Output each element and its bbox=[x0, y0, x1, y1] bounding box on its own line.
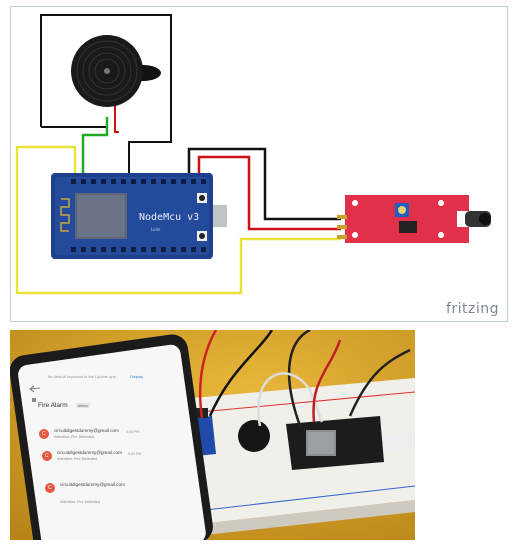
phone-dismiss-link[interactable]: Display bbox=[130, 374, 144, 379]
jumper-wire-black-2 bbox=[287, 330, 311, 427]
yellow-wire bbox=[15, 145, 341, 295]
buzzer-box-wire bbox=[40, 14, 172, 183]
jumper-wire-red bbox=[198, 330, 218, 419]
email-sender: circuitdigestdummy@gmail.com bbox=[60, 482, 125, 487]
red-wire bbox=[197, 155, 341, 231]
email-sender: circuitdigestdummy@gmail.com bbox=[57, 450, 122, 455]
jumper-wire-black-1 bbox=[208, 330, 274, 417]
phone-header-text: Ife default keyboard in the Update app bbox=[48, 374, 116, 379]
email-body: Attention: Fire Detected bbox=[54, 435, 94, 439]
green-wire bbox=[81, 117, 109, 183]
project-photo: Ife default keyboard in the Update app D… bbox=[10, 330, 415, 540]
wiring-diagram: fritzing NodeMcu v3 Lolin bbox=[10, 6, 508, 322]
email-body: Attention: Fire Detected bbox=[57, 457, 97, 461]
board-label: NodeMcu v3 bbox=[139, 212, 200, 223]
email-subject: Fire Alarm bbox=[38, 402, 68, 409]
jumper-wire-black-3 bbox=[348, 348, 411, 417]
email-body: Attention: Fire Detected bbox=[60, 500, 100, 504]
email-time: 5:08 PM bbox=[126, 430, 140, 434]
nodemcu-board bbox=[51, 173, 227, 259]
usb-cable bbox=[382, 430, 415, 454]
wiring-diagram-canvas bbox=[15, 14, 491, 295]
buzzer bbox=[71, 35, 161, 107]
email-sender: circuitdigestdummy@gmail.com bbox=[54, 428, 119, 433]
board-sublabel: Lolin bbox=[151, 227, 161, 232]
buzzer-photo bbox=[238, 420, 270, 452]
phone bbox=[10, 334, 213, 540]
mail-icon bbox=[32, 398, 36, 402]
avatar-initial: C bbox=[45, 453, 49, 459]
buzzer-red-lead bbox=[114, 105, 119, 133]
flame-sensor bbox=[337, 195, 491, 243]
avatar-3 bbox=[45, 483, 55, 493]
fritzing-watermark: fritzing bbox=[445, 301, 499, 317]
jumper-wire-white bbox=[257, 372, 324, 427]
inbox-tag: Inbox bbox=[76, 403, 90, 408]
jumper-wire-red-2 bbox=[312, 339, 342, 423]
back-arrow-icon[interactable] bbox=[29, 385, 41, 393]
avatar-1 bbox=[39, 429, 49, 439]
avatar-initial: C bbox=[48, 485, 52, 491]
photo-canvas bbox=[10, 330, 415, 540]
black-wire bbox=[187, 147, 341, 221]
email-time: 5:09 PM bbox=[128, 452, 142, 456]
nodemcu-photo bbox=[286, 416, 384, 470]
avatar-initial: C bbox=[42, 431, 46, 437]
avatar-2 bbox=[42, 451, 52, 461]
